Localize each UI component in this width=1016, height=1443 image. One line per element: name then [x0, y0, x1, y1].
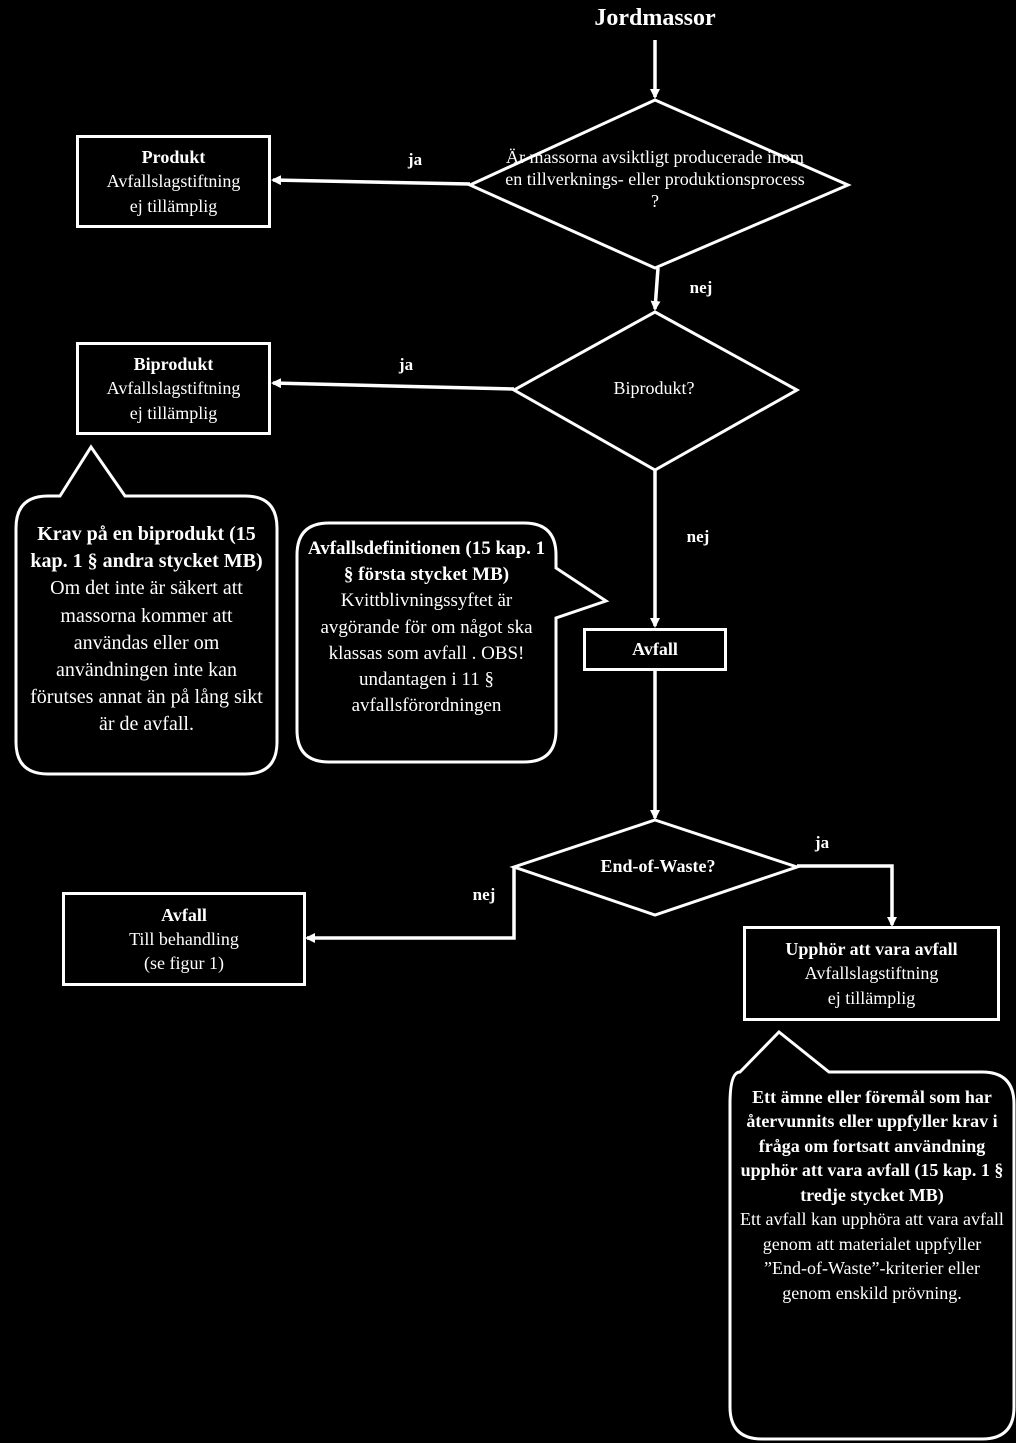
callout-eow-heading: Ett ämne eller föremål som har återvunni… — [740, 1087, 1004, 1205]
callout-biprodukt-heading: Krav på en biprodukt (15 kap. 1 § andra … — [30, 523, 263, 573]
box-upphor-title: Upphör att vara avfall — [785, 939, 958, 960]
decision-diamond-1 — [466, 98, 852, 270]
box-biprodukt: Biprodukt Avfallslagstiftning ej tillämp… — [76, 342, 271, 435]
edge-label-d1-nej: nej — [689, 278, 713, 297]
edge-label-d2-ja: ja — [398, 355, 414, 374]
box-upphor-line2: ej tillämplig — [827, 987, 916, 1008]
callout-biprodukt-shape — [14, 444, 279, 776]
box-produkt-title: Produkt — [141, 147, 206, 168]
diagram-title: Jordmassor — [594, 5, 716, 31]
box-avfall-treatment-line1: Till behandling — [129, 928, 239, 949]
edge-label-d2-nej: nej — [686, 527, 710, 546]
box-avfall-treatment-title: Avfall — [161, 904, 207, 925]
box-biprodukt-line1: Avfallslagstiftning — [106, 378, 241, 399]
box-produkt-line2: ej tillämplig — [129, 195, 218, 216]
connector-d1-ja — [271, 175, 471, 186]
decision-1-text: Är massorna avsiktligt producerade inom … — [505, 147, 805, 211]
box-biprodukt-title: Biprodukt — [133, 354, 214, 375]
callout-avfallsdef-body: Kvittblivningssyftet är avgörande för om… — [320, 590, 533, 717]
box-upphor: Upphör att vara avfall Avfallslagstiftni… — [743, 926, 1000, 1021]
box-avfall-treatment-line2: (se figur 1) — [144, 953, 224, 974]
callout-eow-body: Ett avfall kan upphöra att vara avfall g… — [740, 1209, 1004, 1303]
box-biprodukt-line2: ej tillämplig — [129, 402, 218, 423]
connector-d1-nej — [650, 267, 661, 311]
box-upphor-line1: Avfallslagstiftning — [804, 963, 939, 984]
decision-diamond-3 — [509, 818, 802, 917]
callout-avfallsdef-heading: Avfallsdefinitionen (15 kap. 1 § första … — [307, 538, 546, 586]
connector-d3-nej — [305, 868, 516, 943]
edge-label-d3-ja: ja — [814, 833, 830, 852]
callout-avfallsdef-shape — [295, 521, 610, 764]
edge-label-d3-nej: nej — [472, 885, 496, 904]
box-produkt: Produkt Avfallslagstiftning ej tillämpli… — [76, 135, 271, 228]
box-avfall-mid-title: Avfall — [632, 639, 678, 660]
connector-d2-ja — [271, 378, 515, 391]
box-avfall-mid: Avfall — [583, 628, 727, 671]
box-avfall-treatment: Avfall Till behandling (se figur 1) — [62, 892, 306, 986]
connector-d3-ja — [797, 864, 897, 927]
decision-3-text: End-of-Waste? — [600, 856, 716, 876]
box-produkt-line1: Avfallslagstiftning — [106, 171, 241, 192]
edge-label-d1-ja: ja — [407, 150, 423, 169]
callout-avfallsdef-text: Avfallsdefinitionen (15 kap. 1 § första … — [305, 536, 548, 720]
callout-eow-shape — [728, 1029, 1016, 1441]
decision-2-text: Biprodukt? — [613, 378, 695, 398]
callout-biprodukt-text: Krav på en biprodukt (15 kap. 1 § andra … — [24, 521, 269, 739]
callout-eow-text: Ett ämne eller föremål som har återvunni… — [740, 1085, 1004, 1305]
callout-biprodukt-body: Om det inte är säkert att massorna komme… — [30, 577, 263, 736]
